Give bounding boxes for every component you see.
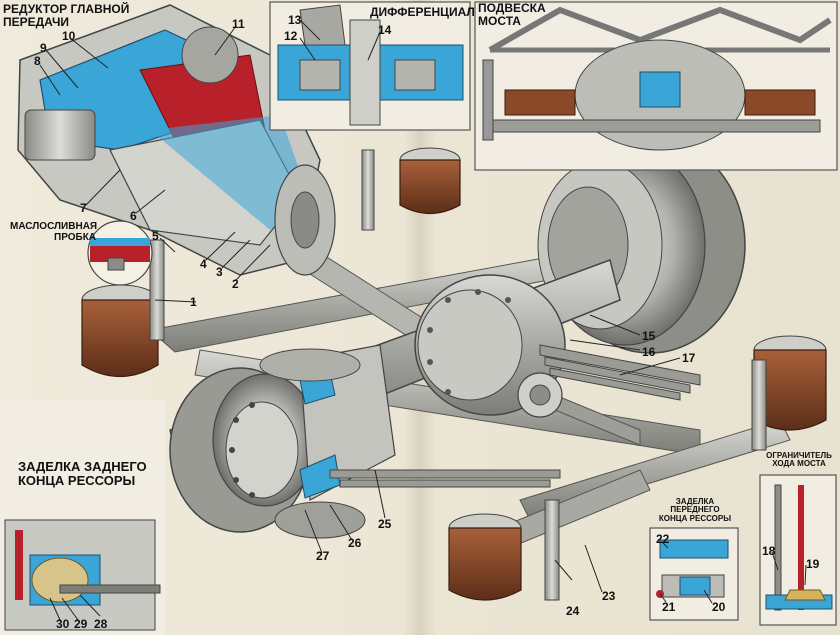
callout-8: 8 (34, 54, 41, 68)
callout-23: 23 (602, 589, 616, 603)
callout-26: 26 (348, 536, 362, 550)
callout-29: 29 (74, 617, 88, 631)
callout-30: 30 (56, 617, 70, 631)
callout-18: 18 (762, 544, 776, 558)
callout-12: 12 (284, 29, 298, 43)
callout-1: 1 (190, 295, 197, 309)
differential-housing (414, 274, 566, 418)
title-main-gear: РЕДУКТОР ГЛАВНОЙ ПЕРЕДАЧИ (3, 2, 130, 29)
air-spring-upper (361, 147, 461, 231)
callout-15: 15 (642, 329, 656, 343)
title-front-spring-end: ЗАДЕЛКА ПЕРЕДНЕГО КОНЦА РЕССОРЫ (658, 497, 732, 523)
leader-lines (39, 19, 807, 621)
callout-14: 14 (378, 23, 392, 37)
drain-plug-detail (87, 220, 153, 286)
callout-11: 11 (232, 17, 245, 31)
callout-25: 25 (378, 517, 392, 531)
callout-24: 24 (566, 604, 580, 618)
callout-13: 13 (288, 13, 302, 27)
callout-16: 16 (642, 345, 656, 359)
suspension-inset-art (474, 1, 838, 171)
callout-19: 19 (806, 557, 820, 571)
rear-spring-end-art (0, 400, 165, 635)
near-wheel-hub (169, 344, 396, 539)
title-drain-plug: МАСЛОСЛИВНАЯ ПРОБКА (10, 221, 98, 243)
title-suspension: ПОДВЕСКА МОСТА (478, 1, 546, 28)
callout-7: 7 (80, 201, 87, 215)
callout-21: 21 (662, 600, 676, 614)
callout-28: 28 (94, 617, 108, 631)
title-differential: ДИФФЕРЕНЦИАЛ (370, 5, 475, 19)
callout-3: 3 (216, 265, 223, 279)
callout-10: 10 (62, 29, 76, 43)
air-spring-bottom (448, 499, 560, 601)
front-spring-end-art (649, 527, 739, 621)
callout-27: 27 (316, 549, 330, 563)
callout-9: 9 (40, 41, 47, 55)
callout-5: 5 (152, 229, 159, 243)
title-travel-limiter: ОГРАНИЧИТЕЛЬ ХОДА МОСТА (766, 451, 832, 469)
callout-4: 4 (200, 257, 207, 271)
callout-2: 2 (232, 277, 239, 291)
callout-6: 6 (130, 209, 137, 223)
main-gear-cutaway (17, 4, 336, 276)
callout-17: 17 (682, 351, 696, 365)
leaf-springs (329, 344, 701, 488)
callout-20: 20 (712, 600, 726, 614)
callout-22: 22 (656, 532, 670, 546)
air-spring-right (751, 335, 827, 451)
travel-limiter-art (759, 474, 837, 626)
title-rear-spring-end: ЗАДЕЛКА ЗАДНЕГО КОНЦА РЕССОРЫ (18, 459, 147, 488)
